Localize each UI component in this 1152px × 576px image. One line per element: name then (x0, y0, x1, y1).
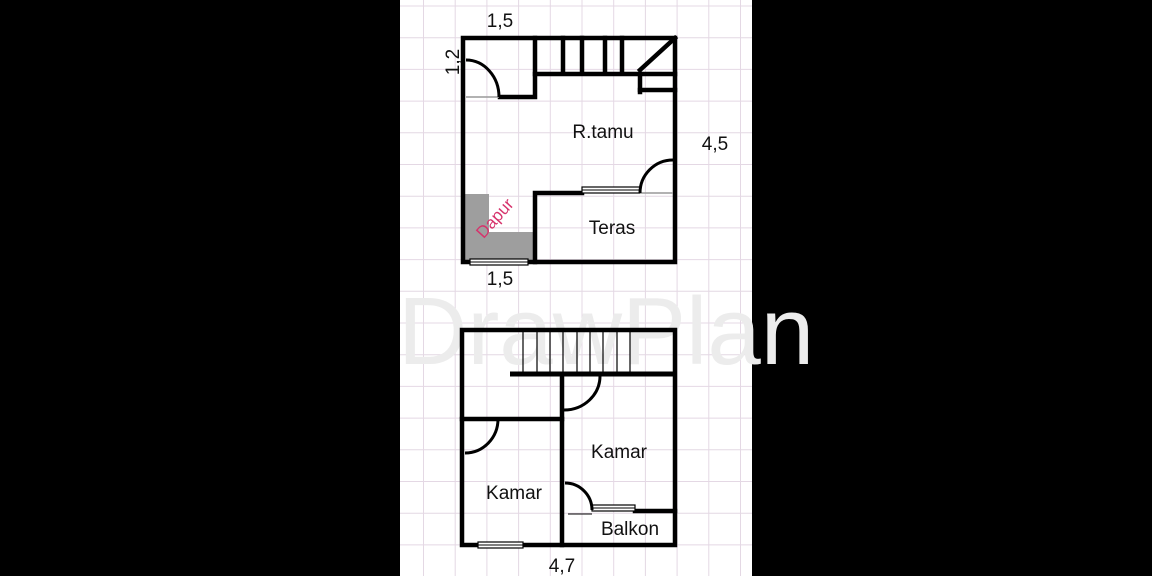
room-label-bedroom-right: Kamar (591, 442, 648, 463)
staircase (532, 34, 679, 95)
upper-outer-walls (459, 327, 678, 548)
room-label-living: R.tamu (572, 122, 633, 143)
dimension-bottom: 4,7 (549, 556, 575, 576)
door-icon (563, 375, 602, 412)
window-icon (591, 504, 636, 512)
dimension-top: 1,5 (487, 11, 513, 32)
porch-wall (532, 190, 585, 265)
kitchen-counter (464, 194, 533, 262)
window-icon (469, 258, 529, 266)
small-room-wall (497, 35, 538, 100)
grid-paper (400, 0, 752, 576)
upper-floor-plan: Kamar Kamar Balkon 4,7 (459, 327, 678, 576)
staircase (510, 332, 675, 377)
dimension-left: 1,2 (443, 49, 464, 75)
door-icon (638, 158, 674, 194)
room-label-porch: Teras (589, 218, 635, 239)
room-label-balcony: Balkon (601, 519, 659, 540)
ground-floor-plan: 1,5 1,2 4,5 1,5 R.tamu Teras Dapur (443, 11, 728, 290)
dimension-right: 4,5 (702, 134, 728, 155)
window-icon (477, 541, 524, 549)
door-icon (465, 58, 501, 98)
window-icon (581, 186, 641, 194)
dimension-bottom: 1,5 (487, 269, 513, 290)
door-icon (464, 418, 500, 455)
ground-outer-walls (460, 35, 678, 265)
room-label-bedroom-left: Kamar (486, 483, 543, 504)
door-icon (564, 481, 594, 511)
